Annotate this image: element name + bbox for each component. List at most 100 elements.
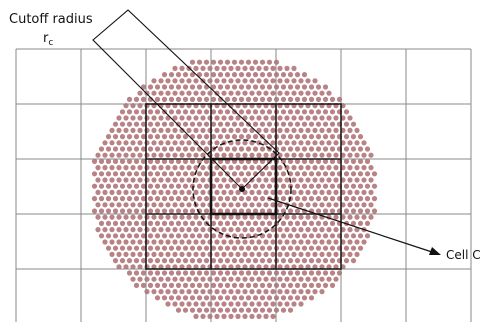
particle xyxy=(169,295,174,300)
particle xyxy=(253,184,258,189)
particle xyxy=(158,215,163,220)
particle xyxy=(148,221,153,226)
particle xyxy=(281,233,286,238)
particle xyxy=(134,283,139,288)
particle xyxy=(186,215,191,220)
particle xyxy=(295,270,300,275)
particle xyxy=(309,270,314,275)
particle xyxy=(127,196,132,201)
particle xyxy=(323,134,328,139)
particle xyxy=(130,165,135,170)
particle xyxy=(246,295,251,300)
particle xyxy=(351,171,356,176)
particle xyxy=(330,171,335,176)
particle xyxy=(193,277,198,282)
particle xyxy=(158,252,163,257)
particle xyxy=(365,221,370,226)
particle xyxy=(165,165,170,170)
particle xyxy=(295,146,300,151)
particle xyxy=(204,246,209,251)
particle xyxy=(267,60,272,65)
particle xyxy=(309,283,314,288)
particle xyxy=(155,208,160,213)
particle xyxy=(221,202,226,207)
particle xyxy=(113,233,118,238)
particle xyxy=(298,301,303,306)
particle xyxy=(109,239,114,244)
particle xyxy=(95,190,100,195)
particle xyxy=(242,128,247,133)
particle xyxy=(358,196,363,201)
particle xyxy=(361,177,366,182)
particle xyxy=(260,109,265,114)
particle xyxy=(284,301,289,306)
particle xyxy=(221,227,226,232)
particle xyxy=(312,190,317,195)
particle xyxy=(137,227,142,232)
particle xyxy=(113,196,118,201)
arrowhead-icon xyxy=(429,247,441,255)
particle xyxy=(256,289,261,294)
particle xyxy=(295,84,300,89)
particle xyxy=(347,128,352,133)
particle xyxy=(354,215,359,220)
particle xyxy=(295,221,300,226)
particle xyxy=(323,283,328,288)
particle xyxy=(151,128,156,133)
particle xyxy=(197,308,202,313)
particle xyxy=(144,91,149,96)
particle xyxy=(158,239,163,244)
particle xyxy=(249,91,254,96)
particle xyxy=(218,109,223,114)
particle xyxy=(165,177,170,182)
particle xyxy=(232,171,237,176)
particle xyxy=(263,190,268,195)
particle xyxy=(256,66,261,71)
particle xyxy=(123,165,128,170)
particle xyxy=(169,122,174,127)
particle xyxy=(242,66,247,71)
particle xyxy=(148,146,153,151)
particle xyxy=(232,221,237,226)
particle xyxy=(312,289,317,294)
particle xyxy=(319,227,324,232)
particle xyxy=(116,115,121,120)
particle xyxy=(204,84,209,89)
particle xyxy=(284,66,289,71)
particle xyxy=(169,97,174,102)
particle xyxy=(249,289,254,294)
particle xyxy=(158,78,163,83)
particle xyxy=(295,295,300,300)
particle xyxy=(288,283,293,288)
particle xyxy=(113,221,118,226)
particle xyxy=(358,233,363,238)
particle xyxy=(253,258,258,263)
particle xyxy=(200,289,205,294)
particle xyxy=(221,215,226,220)
particle xyxy=(176,196,181,201)
particle xyxy=(127,208,132,213)
particle xyxy=(365,171,370,176)
particle xyxy=(123,215,128,220)
particle xyxy=(204,295,209,300)
particle xyxy=(277,115,282,120)
particle xyxy=(200,91,205,96)
particle xyxy=(235,177,240,182)
particle xyxy=(106,246,111,251)
particle xyxy=(134,159,139,164)
particle xyxy=(253,122,258,127)
particle xyxy=(183,97,188,102)
particle xyxy=(137,153,142,158)
particle xyxy=(95,165,100,170)
particle xyxy=(151,239,156,244)
particle xyxy=(277,252,282,257)
particle xyxy=(323,233,328,238)
particle xyxy=(235,91,240,96)
particle xyxy=(102,153,107,158)
particle xyxy=(155,295,160,300)
particle xyxy=(267,109,272,114)
particle xyxy=(249,66,254,71)
particle xyxy=(354,190,359,195)
particle xyxy=(326,202,331,207)
particle xyxy=(162,270,167,275)
